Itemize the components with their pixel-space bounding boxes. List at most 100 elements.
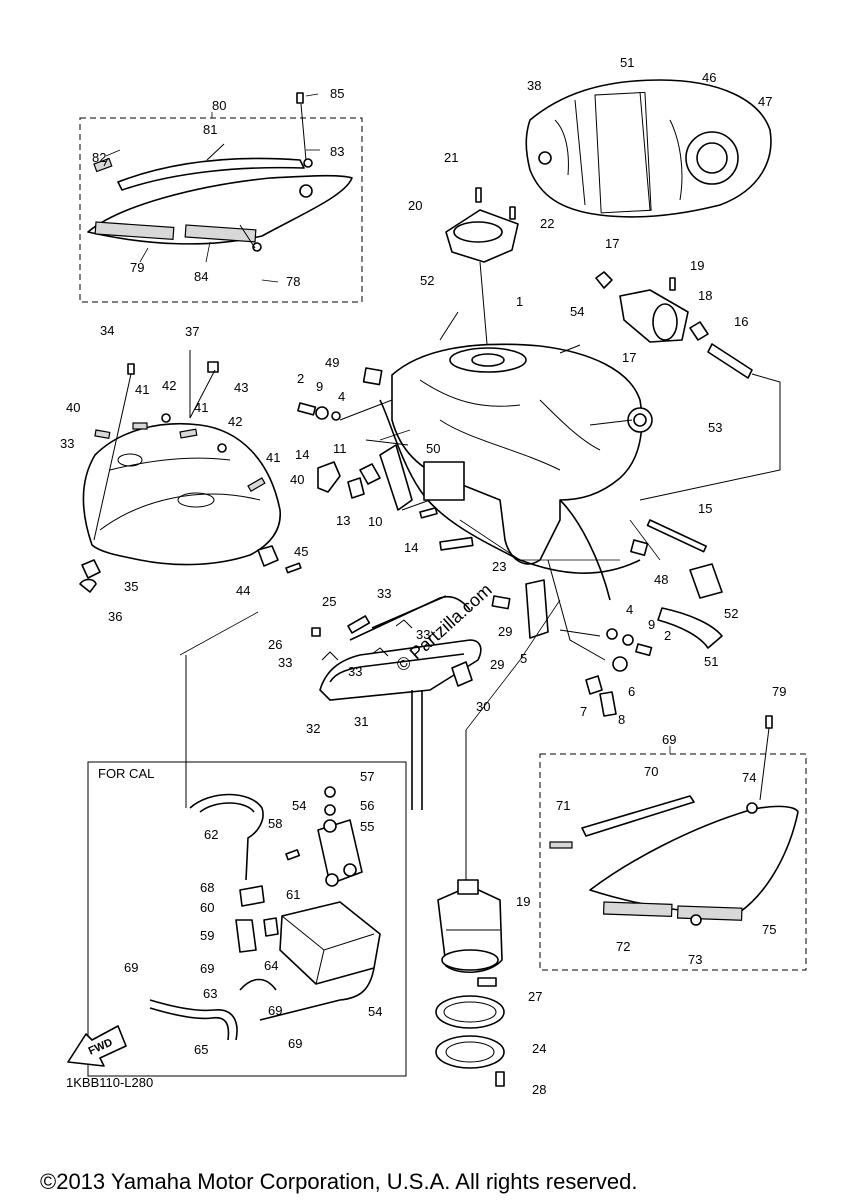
callout-84: 84: [194, 269, 208, 284]
callout-49: 49: [325, 355, 339, 370]
callout-83: 83: [330, 144, 344, 159]
callout-42b: 42: [228, 414, 242, 429]
callout-33d: 33: [348, 664, 362, 679]
callout-79: 81: [203, 122, 217, 137]
callout-77: 79: [772, 684, 786, 699]
callout-54b: 53: [708, 420, 722, 435]
callout-9a: 9: [316, 379, 323, 394]
callout-14a: 14: [404, 540, 418, 555]
fuel-pump-bracket: [445, 187, 519, 263]
callout-69d: 69: [268, 1003, 282, 1018]
copyright-footer: ©2013 Yamaha Motor Corporation, U.S.A. A…: [40, 1169, 637, 1194]
callout-71: 70: [644, 764, 658, 779]
callout-10: 10: [368, 514, 382, 529]
callout-45: 45: [294, 544, 308, 559]
callout-17b: 18: [698, 288, 712, 303]
callout-2a: 2: [297, 371, 304, 386]
callout-41a: 41: [135, 382, 149, 397]
callout-50: 50: [426, 441, 440, 456]
callout-41c: 41: [266, 450, 280, 465]
callout-69e: 69: [288, 1036, 302, 1051]
callout-69b: 69: [200, 961, 214, 976]
callout-35: 34: [100, 323, 114, 338]
callout-68: 65: [194, 1042, 208, 1057]
callout-29a: 29: [498, 624, 512, 639]
callout-47: 47: [758, 94, 772, 109]
callout-76: 75: [762, 922, 776, 937]
callout-11: 11: [333, 441, 347, 456]
callout-82: 78: [286, 274, 300, 289]
callout-61: 58: [268, 816, 282, 831]
callout-18: 16: [734, 314, 748, 329]
callout-72: 71: [556, 798, 570, 813]
callout-80: 82: [92, 150, 106, 165]
callout-67: 64: [264, 958, 278, 973]
callout-42a: 42: [162, 378, 176, 393]
pump-housing: [595, 271, 753, 379]
callout-33a: 33: [377, 586, 391, 601]
for-cal-label: FOR CAL: [98, 766, 154, 781]
callout-8: 8: [618, 712, 625, 727]
fuel-pump: [435, 879, 505, 1087]
canister-assembly: [149, 786, 381, 1041]
callout-20: 20: [408, 198, 422, 213]
callout-23: 19: [516, 894, 530, 909]
callout-33c: 33: [278, 655, 292, 670]
callout-81: 79: [130, 260, 144, 275]
callout-59: 56: [360, 798, 374, 813]
fuel-tank: [379, 343, 653, 601]
callout-70: 69: [662, 732, 676, 747]
callout-12: 13: [336, 513, 350, 528]
callout-69a: 68: [200, 880, 214, 895]
callout-32: 32: [306, 721, 320, 736]
callout-19: 19: [690, 258, 704, 273]
damper-44-45: [257, 545, 302, 574]
callout-37: 36: [108, 609, 122, 624]
callout-30: 30: [476, 699, 490, 714]
callout-9b: 9: [648, 617, 655, 632]
callout-28: 28: [532, 1082, 546, 1097]
callout-40a: 40: [66, 400, 80, 415]
side-cover-group-box: [79, 117, 363, 303]
callout-52: 52: [724, 606, 738, 621]
callout-54a: 52: [420, 273, 434, 288]
callout-53: 51: [620, 55, 634, 70]
tank-underside: [525, 79, 772, 218]
callout-4a: 4: [338, 389, 345, 404]
callout-63: 60: [200, 900, 214, 915]
callout-4b: 4: [626, 602, 633, 617]
callout-26: 26: [268, 637, 282, 652]
callout-33b: 33: [416, 627, 430, 642]
callout-55: 54: [570, 304, 584, 319]
mount-brackets: [297, 367, 474, 551]
callout-2b: 2: [664, 628, 671, 643]
callout-73: 72: [616, 939, 630, 954]
callout-41b: 41: [194, 400, 208, 415]
callout-85: 85: [330, 86, 344, 101]
leader-lines: [105, 93, 671, 754]
callout-1: 1: [516, 294, 523, 309]
callout-13: 14: [295, 447, 309, 462]
callout-15: 15: [698, 501, 712, 516]
callout-29b: 29: [490, 657, 504, 672]
callout-14b: 23: [492, 559, 506, 574]
side-cover-right-group-box: [539, 753, 807, 971]
callout-60: 57: [360, 769, 374, 784]
callout-40b: 40: [290, 472, 304, 487]
for-cal-box: [87, 761, 407, 1077]
side-cover-left: [87, 92, 353, 252]
right-mount-parts: [491, 519, 723, 717]
callout-69c: 69: [124, 960, 138, 975]
callout-43: 43: [234, 380, 248, 395]
callout-22: 22: [540, 216, 554, 231]
callout-7: 7: [580, 704, 587, 719]
callout-65: 62: [204, 827, 218, 842]
callout-38: 37: [185, 324, 199, 339]
callout-46: 46: [702, 70, 716, 85]
callout-48: 48: [654, 572, 668, 587]
callout-51: 51: [704, 654, 718, 669]
callout-58: 55: [360, 819, 374, 834]
hoses: [311, 595, 482, 810]
callout-78: 80: [212, 98, 226, 113]
